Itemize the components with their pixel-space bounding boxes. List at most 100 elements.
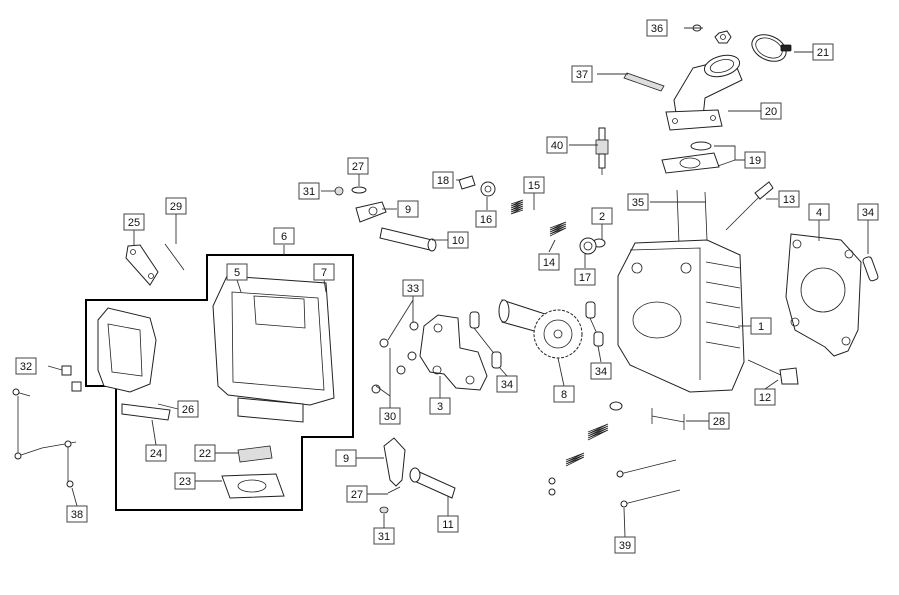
valve-springs-lower: [548, 401, 623, 496]
svg-text:38: 38: [71, 509, 83, 521]
svg-text:13: 13: [783, 194, 795, 206]
pin-part-27b: [387, 486, 401, 494]
cover-part-23: [221, 473, 285, 499]
callout-20: 20: [760, 102, 782, 120]
callout-8: 8: [553, 385, 575, 403]
callout-18: 18: [432, 171, 454, 189]
valve-part-12: [747, 359, 799, 385]
svg-text:29: 29: [170, 201, 182, 213]
callout-2: 2: [591, 207, 613, 225]
callout-27a: 27: [347, 157, 369, 175]
svg-text:11: 11: [442, 519, 453, 531]
svg-text:23: 23: [179, 476, 191, 488]
dowel-pin-part-34a: [862, 256, 879, 282]
head-gasket-part-4: [785, 233, 862, 357]
svg-text:27: 27: [351, 489, 363, 501]
seal-part-17: [579, 237, 597, 255]
callout-16: 16: [475, 210, 497, 228]
svg-text:34: 34: [595, 366, 607, 378]
svg-text:4: 4: [816, 207, 822, 219]
svg-text:18: 18: [437, 175, 449, 187]
svg-text:1: 1: [758, 321, 764, 333]
svg-text:12: 12: [759, 392, 771, 404]
svg-text:14: 14: [543, 257, 555, 269]
callout-29: 29: [165, 197, 187, 215]
callout-40: 40: [546, 136, 568, 154]
intake-manifold-part-20: [665, 54, 743, 131]
svg-text:6: 6: [281, 231, 287, 243]
camshaft-part-8: [498, 299, 583, 359]
callout-12: 12: [754, 388, 776, 406]
callout-33: 33: [402, 279, 424, 297]
svg-text:16: 16: [480, 214, 492, 226]
callout-5: 5: [226, 263, 248, 281]
nuts-part-33: [371, 321, 419, 394]
rocker-shaft-part-11: [409, 467, 456, 499]
callout-7: 7: [313, 263, 335, 281]
dowel-pin-part-34c: [585, 301, 604, 347]
gasket-strip-part-37: [623, 72, 665, 92]
callout-21: 21: [812, 43, 834, 61]
long-bolts-part-39: [616, 459, 681, 508]
svg-text:34: 34: [501, 379, 513, 391]
svg-text:19: 19: [749, 155, 761, 167]
svg-text:8: 8: [561, 389, 567, 401]
callout-10: 10: [447, 231, 469, 249]
callout-15: 15: [523, 176, 545, 194]
callout-38: 38: [66, 505, 88, 523]
callout-34b: 34: [496, 375, 518, 393]
cover-kit-group-outline: [85, 254, 354, 511]
svg-text:9: 9: [405, 204, 411, 216]
callout-19: 19: [744, 151, 766, 169]
callout-25: 25: [123, 213, 145, 231]
rocker-shaft-part-10: [379, 227, 437, 252]
svg-text:37: 37: [576, 69, 588, 81]
cap-part-16: [480, 181, 496, 197]
valve-part-13: [725, 181, 774, 231]
callout-9b: 9: [335, 449, 357, 467]
callout-9a: 9: [397, 200, 419, 218]
bolts-part-32-38: [12, 365, 82, 488]
head-cover-part-5: [212, 275, 335, 423]
camshaft-holder-part-3: [419, 314, 488, 391]
svg-text:26: 26: [182, 404, 194, 416]
callout-27b: 27: [346, 485, 368, 503]
gasket-part-24: [121, 403, 171, 421]
callout-34c: 34: [590, 362, 612, 380]
callout-24: 24: [145, 444, 167, 462]
dowel-pin-part-34b: [469, 311, 502, 369]
callout-22: 22: [194, 444, 216, 462]
filter-part-22: [237, 445, 273, 463]
bolt-part-29: [164, 243, 185, 271]
svg-text:21: 21: [817, 47, 829, 59]
svg-text:34: 34: [862, 207, 874, 219]
callout-26: 26: [177, 400, 199, 418]
callout-31b: 31: [373, 527, 395, 545]
gasket-part-25: [125, 244, 159, 286]
svg-text:20: 20: [765, 106, 777, 118]
callout-11: 11: [437, 515, 459, 533]
callout-32: 32: [15, 357, 37, 375]
svg-text:10: 10: [452, 235, 464, 247]
svg-text:35: 35: [632, 197, 644, 209]
svg-text:22: 22: [199, 448, 211, 460]
washer-part-31b: [379, 506, 389, 514]
cylinder-head-part-1: [617, 239, 745, 393]
svg-text:30: 30: [384, 411, 396, 423]
leader-lines: [47, 27, 869, 538]
hose-clamp-part-21: [751, 34, 792, 62]
rocker-arm-part-9a: [355, 201, 387, 223]
svg-text:24: 24: [150, 448, 162, 460]
svg-text:40: 40: [551, 140, 563, 152]
callout-30: 30: [379, 407, 401, 425]
svg-text:27: 27: [352, 161, 364, 173]
svg-text:39: 39: [619, 540, 631, 552]
callout-34a: 34: [857, 203, 879, 221]
callout-39: 39: [614, 536, 636, 554]
callout-13: 13: [778, 190, 800, 208]
svg-text:15: 15: [528, 180, 540, 192]
callout-28: 28: [708, 412, 730, 430]
pin-part-28: [651, 408, 685, 430]
pin-part-18: [458, 175, 476, 190]
